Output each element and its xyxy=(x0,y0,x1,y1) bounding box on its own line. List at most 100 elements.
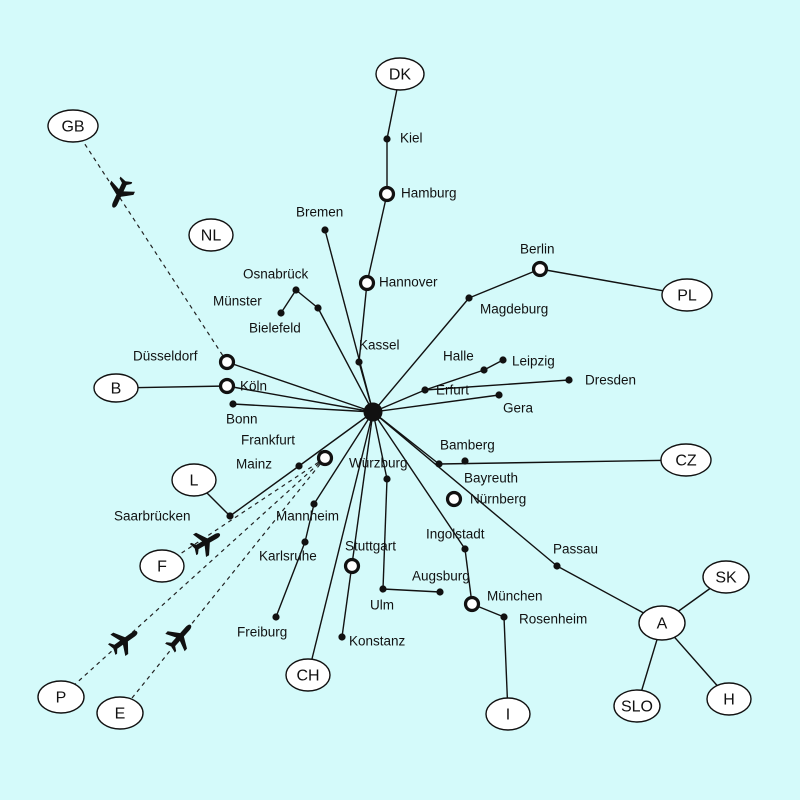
city-label-bremen: Bremen xyxy=(296,205,343,220)
city-node-passau[interactable] xyxy=(553,562,561,570)
country-nl[interactable]: NL xyxy=(188,218,234,252)
country-label-pl: PL xyxy=(677,288,697,305)
city-node-kassel[interactable] xyxy=(355,358,363,366)
city-node-stuttgart[interactable] xyxy=(343,557,361,575)
city-node-berlin[interactable] xyxy=(531,260,549,278)
airplane-icon xyxy=(107,631,138,656)
city-node-muenchen[interactable] xyxy=(463,595,481,613)
country-p[interactable]: P xyxy=(37,680,85,714)
country-label-sk: SK xyxy=(715,570,737,587)
city-label-ingolstadt: Ingolstadt xyxy=(426,527,485,542)
city-node-frankfurt[interactable] xyxy=(316,449,334,467)
route-hub-bonn xyxy=(232,403,374,413)
city-node-muenster[interactable] xyxy=(277,309,285,317)
city-node-erfurt[interactable] xyxy=(421,386,429,394)
city-node-karlsruhe[interactable] xyxy=(301,538,309,546)
country-h[interactable]: H xyxy=(706,682,752,716)
city-node-osnabrueck[interactable] xyxy=(292,286,300,294)
city-node-halle[interactable] xyxy=(480,366,488,374)
city-node-freiburg[interactable] xyxy=(272,613,280,621)
country-label-dk: DK xyxy=(389,67,412,84)
city-label-halle: Halle xyxy=(443,349,474,364)
city-node-ulm[interactable] xyxy=(379,585,387,593)
country-gb[interactable]: GB xyxy=(47,109,99,143)
route-hub-konstanz xyxy=(341,411,374,638)
city-node-hannover[interactable] xyxy=(358,274,376,292)
city-node-kiel[interactable] xyxy=(383,135,391,143)
city-node-bonn[interactable] xyxy=(229,400,237,408)
country-label-cz: CZ xyxy=(675,453,697,470)
route-hub-duesseldorf xyxy=(226,361,374,413)
country-sk[interactable]: SK xyxy=(702,560,750,594)
city-node-bayreuth[interactable] xyxy=(461,457,469,465)
city-node-ingolstadt[interactable] xyxy=(461,545,469,553)
country-cz[interactable]: CZ xyxy=(660,443,712,477)
route-hub-bremen xyxy=(324,229,374,413)
city-node-leipzig[interactable] xyxy=(499,356,507,364)
city-label-leipzig: Leipzig xyxy=(512,354,555,369)
country-a[interactable]: A xyxy=(638,605,686,641)
city-node-bremen[interactable] xyxy=(321,226,329,234)
city-label-mannheim: Mannheim xyxy=(276,509,339,524)
city-node-augsburg[interactable] xyxy=(436,588,444,596)
city-node-konstanz[interactable] xyxy=(338,633,346,641)
city-node-wuerzburg[interactable] xyxy=(383,475,391,483)
city-node-mainz[interactable] xyxy=(295,462,303,470)
route-ulm-augsburg xyxy=(382,588,441,593)
route-mainz-saarbruecken xyxy=(229,465,300,517)
country-label-p: P xyxy=(56,690,67,707)
city-label-koeln: Köln xyxy=(240,379,267,394)
city-node-hamburg[interactable] xyxy=(378,185,396,203)
city-node-magdeburg[interactable] xyxy=(465,294,473,302)
city-label-erfurt: Erfurt xyxy=(436,383,469,398)
country-b[interactable]: B xyxy=(93,373,139,403)
country-i[interactable]: I xyxy=(485,697,531,731)
city-node-mannheim[interactable] xyxy=(310,500,318,508)
city-node-duesseldorf[interactable] xyxy=(218,353,236,371)
route-wuerzburg-ulm xyxy=(382,478,388,590)
city-label-augsburg: Augsburg xyxy=(412,569,470,584)
route-erfurt-dresden xyxy=(424,379,570,391)
city-node-nuernberg[interactable] xyxy=(445,490,463,508)
country-label-h: H xyxy=(723,692,735,709)
air-route-frankfurt-p xyxy=(60,457,326,698)
road-routes xyxy=(115,73,730,715)
city-node-bamberg[interactable] xyxy=(435,460,443,468)
country-slo[interactable]: SLO xyxy=(613,689,661,723)
route-hannover-hamburg xyxy=(366,193,388,284)
airplane-icon xyxy=(109,176,135,208)
city-label-osnabrueck: Osnabrück xyxy=(243,267,309,282)
country-label-ch: CH xyxy=(296,668,319,685)
country-dk[interactable]: DK xyxy=(375,57,425,91)
city-node-gera[interactable] xyxy=(495,391,503,399)
city-label-berlin: Berlin xyxy=(520,242,555,257)
route-erfurt-halle xyxy=(424,369,485,391)
city-label-nuernberg: Nürnberg xyxy=(470,492,526,507)
city-node-koeln[interactable] xyxy=(218,377,236,395)
route-mannheim-karlsruhe xyxy=(304,503,315,543)
city-label-mainz: Mainz xyxy=(236,457,272,472)
country-f[interactable]: F xyxy=(139,549,185,583)
country-label-i: I xyxy=(506,707,510,724)
country-e[interactable]: E xyxy=(96,696,144,730)
airplane-icon xyxy=(189,532,221,558)
city-label-ulm: Ulm xyxy=(370,598,394,613)
city-label-bielefeld: Bielefeld xyxy=(249,321,301,336)
country-label-e: E xyxy=(115,706,126,723)
city-label-muenchen: München xyxy=(487,589,543,604)
country-l[interactable]: L xyxy=(171,463,217,497)
city-node-dresden[interactable] xyxy=(565,376,573,384)
country-label-a: A xyxy=(657,616,668,633)
city-node-saarbruecken[interactable] xyxy=(226,512,234,520)
route-hub-gera xyxy=(372,394,500,413)
city-node-rosenheim[interactable] xyxy=(500,613,508,621)
country-pl[interactable]: PL xyxy=(661,278,713,312)
city-label-bamberg: Bamberg xyxy=(440,438,495,453)
city-label-duesseldorf: Düsseldorf xyxy=(133,349,198,364)
city-label-gera: Gera xyxy=(503,401,534,416)
central-hub-node[interactable] xyxy=(363,402,383,422)
country-ch[interactable]: CH xyxy=(285,658,331,692)
country-label-f: F xyxy=(157,559,167,576)
city-label-frankfurt: Frankfurt xyxy=(241,433,295,448)
city-node-bielefeld[interactable] xyxy=(314,304,322,312)
